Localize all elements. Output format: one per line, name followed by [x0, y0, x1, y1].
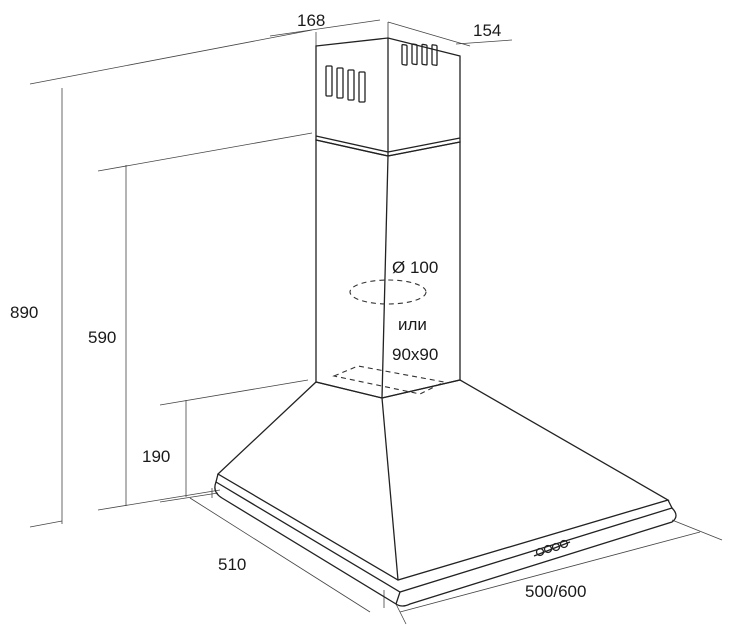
canopy: [214, 379, 677, 607]
label-chimney-depth: 154: [473, 21, 501, 40]
control-knobs: [533, 539, 571, 557]
label-square-duct: 90x90: [392, 345, 438, 364]
label-chimney-width: 168: [297, 11, 325, 30]
dimension-lines: [29, 19, 723, 625]
label-total-height: 890: [10, 303, 38, 322]
label-round-duct: Ø 100: [392, 258, 438, 277]
label-or: или: [398, 315, 427, 334]
label-canopy-height: 190: [142, 447, 170, 466]
label-chimney-height: 590: [88, 328, 116, 347]
vent-slots-side: [401, 43, 438, 66]
vent-slots-front: [325, 65, 366, 103]
label-canopy-width: 500/600: [525, 582, 586, 601]
round-duct-outline: [349, 279, 427, 305]
label-canopy-depth: 510: [218, 555, 246, 574]
duct-outlines: [332, 279, 446, 395]
